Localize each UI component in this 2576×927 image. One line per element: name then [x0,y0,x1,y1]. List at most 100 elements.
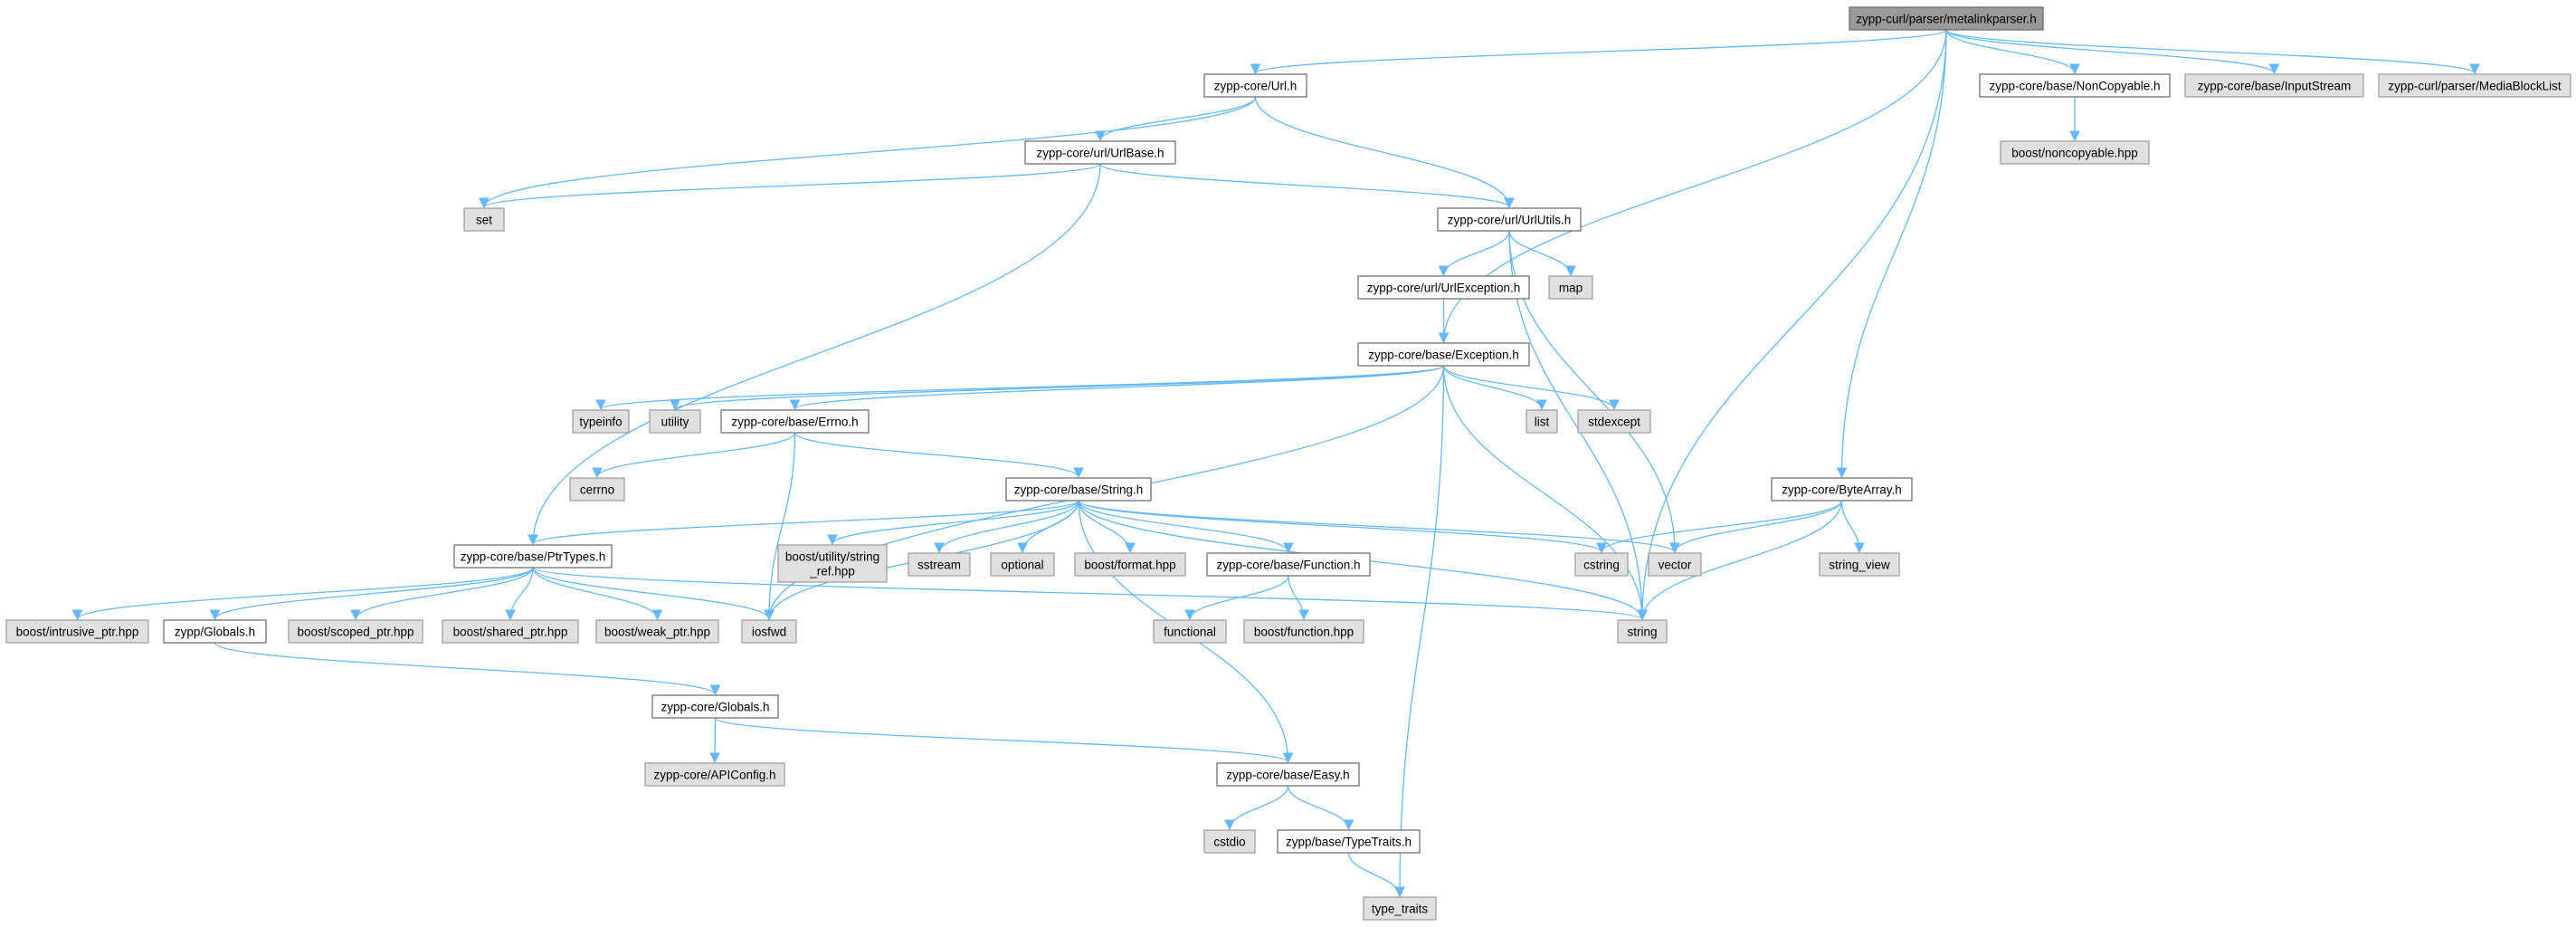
edge-line [532,567,1648,621]
node-label: functional [1164,626,1216,639]
node-label: stdexcept [1588,416,1640,429]
node-label: list [1535,416,1550,429]
node-label: zypp-core/ByteArray.h [1782,483,1902,497]
node-box [2378,73,2571,98]
edge-root-to-mediablock [1945,29,2480,75]
node-box [2184,73,2364,98]
edge-line [1442,365,1620,411]
node-box [908,552,971,577]
edge-ptrtypes-to-scoped [350,567,534,621]
node-box [1357,342,1530,367]
node-bytearray[interactable]: zypp-core/ByteArray.h [1771,477,1913,502]
node-label: zypp-core/Globals.h [661,701,769,714]
node-box [2000,140,2150,165]
edge-root-to-inputstream [1945,29,2280,75]
edge-string_h-to-vector [1078,500,1680,554]
edge-typetraits_h-to-type_traits [1347,852,1405,898]
node-boostnoncopy: boost/noncopyable.hpp [2000,140,2150,165]
node-box [569,477,625,502]
node-globals_zypp[interactable]: zypp/Globals.h [163,619,267,644]
node-errno[interactable]: zypp-core/base/Errno.h [720,409,870,434]
node-url[interactable]: zypp-core/Url.h [1203,73,1307,98]
node-ptrtypes[interactable]: zypp-core/base/PtrTypes.h [453,544,613,569]
node-label: zypp-core/base/PtrTypes.h [461,550,606,564]
node-urlutils[interactable]: zypp-core/url/UrlUtils.h [1437,207,1582,232]
node-globals_core[interactable]: zypp-core/Globals.h [651,694,779,719]
edge-urlutils-to-map [1508,230,1576,277]
node-string: string [1617,619,1668,644]
node-string_view: string_view [1819,552,1900,577]
node-string_h[interactable]: zypp-core/base/String.h [1005,477,1152,502]
node-root[interactable]: zypp-curl/parser/metalinkparser.h [1849,6,2044,31]
node-label: zypp-core/base/Exception.h [1368,349,1519,362]
node-functional: functional [1153,619,1227,644]
node-label: zypp-core/url/UrlUtils.h [1448,214,1572,227]
node-intrusive: boost/intrusive_ptr.hpp [5,619,149,644]
edge-url-to-urlbase [1095,96,1257,142]
node-urlbase[interactable]: zypp-core/url/UrlBase.h [1024,140,1176,165]
edge-line [71,567,534,621]
edge-line [1836,29,1947,479]
edge-url-to-set [479,96,1257,209]
node-label: zypp-core/base/Function.h [1216,559,1360,572]
node-function_h[interactable]: zypp-core/base/Function.h [1206,552,1371,577]
edge-ptrtypes-to-shared [505,567,534,621]
node-set: set [463,207,505,232]
edge-line [214,642,721,696]
edge-line [1078,500,1680,554]
edge-exception-to-stdexcept [1442,365,1620,411]
edge-ptrtypes-to-iosfwd [532,567,775,621]
edge-globals_core-to-apiconfig [709,717,720,764]
node-type_traits: type_traits [1363,896,1437,921]
node-inputstream: zypp-core/base/InputStream [2184,73,2364,98]
node-label: utility [661,416,689,429]
node-noncopy[interactable]: zypp-core/base/NonCopyable.h [1979,73,2171,98]
edge-line [1078,500,1607,554]
node-label: zypp-core/url/UrlBase.h [1036,147,1164,160]
node-box [453,544,613,569]
node-label: boost/noncopyable.hpp [2011,147,2138,160]
node-box [1979,73,2171,98]
edge-line [1288,575,1309,621]
node-box [649,409,701,434]
edge-line [1394,365,1445,898]
node-urlexception[interactable]: zypp-core/url/UrlException.h [1357,275,1530,300]
node-label: sstream [917,559,961,572]
edge-root-to-bytearray [1836,29,1947,479]
edge-line [1442,365,1547,411]
edge-urlutils-to-urlexception [1438,230,1510,277]
node-label: typeinfo [579,416,622,429]
edge-line [1254,96,1515,209]
edge-function_h-to-boostfunction [1288,575,1309,621]
node-box [720,409,870,434]
edge-line [709,717,720,764]
edge-line [1250,29,1947,75]
node-boostfunction: boost/function.hpp [1243,619,1364,644]
edge-line [670,365,1445,411]
node-label: zypp-core/APIConfig.h [653,769,775,782]
node-label: zypp-core/base/String.h [1014,483,1144,497]
node-box [1526,409,1558,434]
node-cstring: cstring [1574,552,1629,577]
node-label: zypp/Globals.h [175,626,255,639]
node-label: boost/utility/string [785,550,879,564]
edge-line [794,432,1084,479]
node-typetraits_h[interactable]: zypp/base/TypeTraits.h [1277,829,1421,854]
node-box [1005,477,1152,502]
node-label: zypp-core/url/UrlException.h [1367,282,1521,295]
node-label: optional [1001,559,1043,572]
edge-line [592,432,796,479]
node-label: cerrno [580,483,614,497]
node-box [741,619,797,644]
edge-bytearray-to-vector [1669,500,1843,554]
node-box [1357,275,1530,300]
edge-line [1347,852,1405,898]
edge-urlbase-to-set [479,163,1101,209]
edge-root-to-string [1637,29,1947,621]
edge-line [714,717,1294,764]
node-label: string [1627,626,1657,639]
node-label: _ref.hpp [809,565,855,578]
edge-line [1224,785,1289,831]
node-exception[interactable]: zypp-core/base/Exception.h [1357,342,1530,367]
node-easy[interactable]: zypp-core/base/Easy.h [1216,762,1360,787]
